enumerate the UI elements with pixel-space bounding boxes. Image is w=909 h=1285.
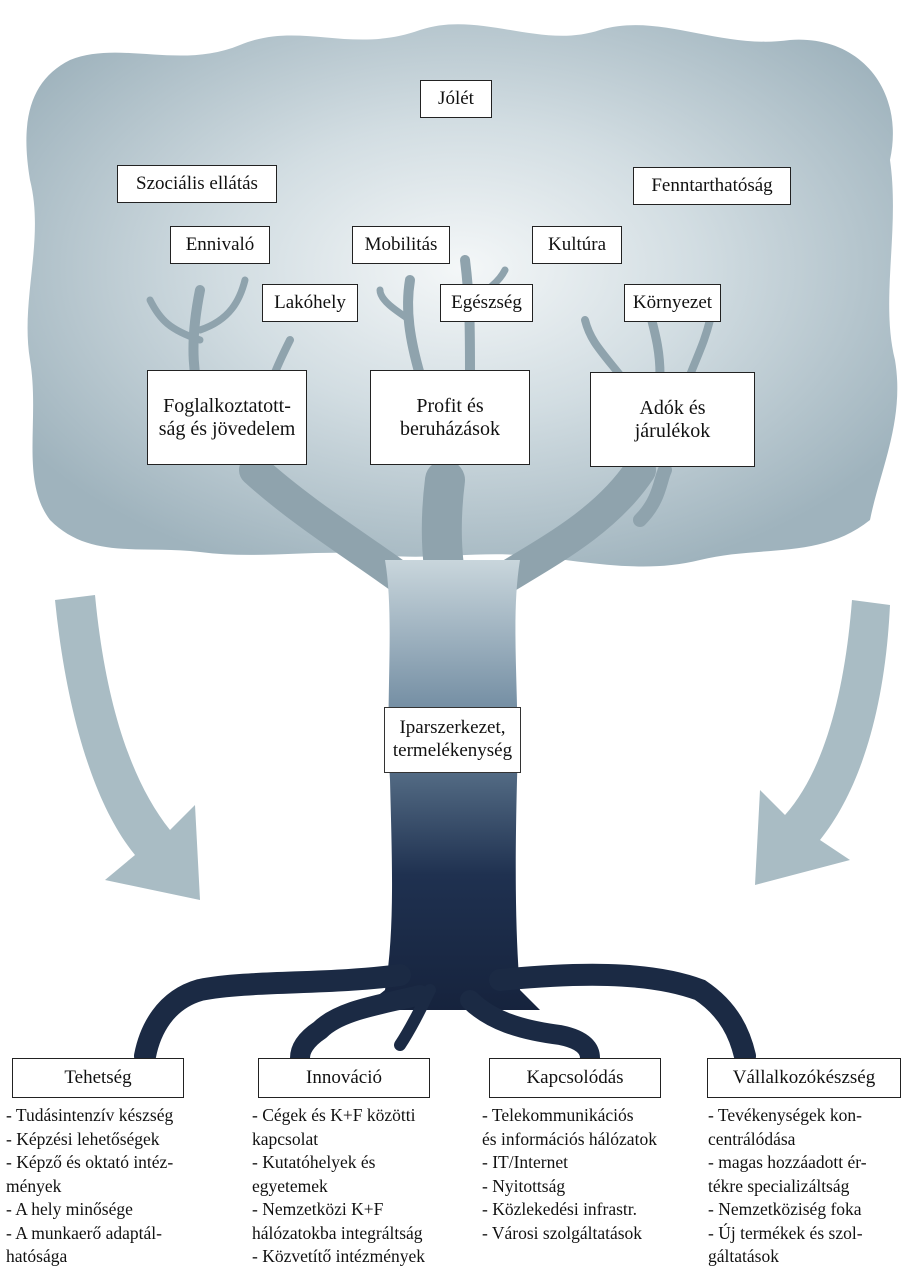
list-item: gáltatások — [708, 1246, 779, 1266]
label-mobilitas: Mobilitás — [352, 226, 450, 264]
label-egeszseg: Egészség — [440, 284, 533, 322]
list-item: - Új termékek és szol- — [708, 1222, 863, 1243]
list-item: - Tudásintenzív készség — [6, 1105, 174, 1125]
list-item: - Nyitottság — [482, 1175, 566, 1196]
list-item: - IT/Internet — [482, 1152, 568, 1172]
root-title-tehetseg: Tehetség — [12, 1058, 184, 1098]
list-item: - Telekommunikációs — [482, 1105, 634, 1125]
list-item: - Nemzetközi K+F — [252, 1199, 384, 1219]
list-item: - Nemzetköziség foka — [708, 1199, 862, 1219]
label-fenntarthatosag: Fenntarthatóság — [633, 167, 791, 205]
list-item: - Tevékenységek kon- — [708, 1105, 862, 1125]
root-title-vallalkozokeszseg: Vállalkozókészség — [707, 1058, 901, 1098]
list-item: hálózatokba integráltság — [252, 1222, 423, 1243]
root-list-vallalkozokeszseg: - Tevékenységek kon- centrálódása - maga… — [708, 1104, 908, 1269]
box-foglalkoztatottsag: Foglalkoztatott-ság és jövedelem — [147, 370, 307, 465]
box-profit: Profit és beruházások — [370, 370, 530, 465]
list-item: hatósága — [6, 1246, 68, 1266]
box-adok: Adók és járulékok — [590, 372, 755, 467]
label-ennivalo: Ennivaló — [170, 226, 270, 264]
list-item: - Képzési lehetőségek — [6, 1128, 160, 1149]
label-kornyezet: Környezet — [624, 284, 721, 322]
label-szocialis-ellatas: Szociális ellátás — [117, 165, 277, 203]
root-title-innovacio: Innováció — [258, 1058, 430, 1098]
root-list-tehetseg: - Tudásintenzív készség - Képzési lehető… — [6, 1104, 251, 1269]
label-jolet: Jólét — [420, 80, 492, 118]
list-item: kapcsolat — [252, 1128, 319, 1149]
list-item: és információs hálózatok — [482, 1128, 657, 1149]
list-item: - magas hozzáadott ér- — [708, 1152, 867, 1172]
list-item: - Kutatóhelyek és — [252, 1152, 376, 1172]
roots — [134, 963, 756, 1068]
root-list-innovacio: - Cégek és K+F közötti kapcsolat - Kutat… — [252, 1104, 492, 1269]
list-item: egyetemek — [252, 1175, 328, 1196]
label-lakohely: Lakóhely — [262, 284, 358, 322]
list-item: - Cégek és K+F közötti — [252, 1105, 416, 1125]
trunk-shape — [360, 560, 540, 1010]
label-kultura: Kultúra — [532, 226, 622, 264]
root-title-kapcsolodas: Kapcsolódás — [489, 1058, 661, 1098]
list-item: - Közlekedési infrastr. — [482, 1199, 638, 1219]
list-item: - Közvetítő intézmények — [252, 1246, 425, 1266]
root-list-kapcsolodas: - Telekommunikációs és információs hálóz… — [482, 1104, 714, 1245]
left-arrow — [55, 595, 200, 900]
list-item: - Képző és oktató intéz- — [6, 1152, 174, 1172]
branches — [146, 255, 714, 620]
list-item: - A munkaerő adaptál- — [6, 1222, 162, 1243]
list-item: tékre specializáltság — [708, 1175, 850, 1196]
list-item: mények — [6, 1175, 62, 1196]
box-iparszerkezet: Iparszerkezet, termelékenység — [384, 707, 521, 773]
list-item: - Városi szolgáltatások — [482, 1222, 643, 1243]
list-item: centrálódása — [708, 1128, 796, 1149]
list-item: - A hely minősége — [6, 1199, 133, 1219]
right-arrow — [755, 600, 890, 885]
